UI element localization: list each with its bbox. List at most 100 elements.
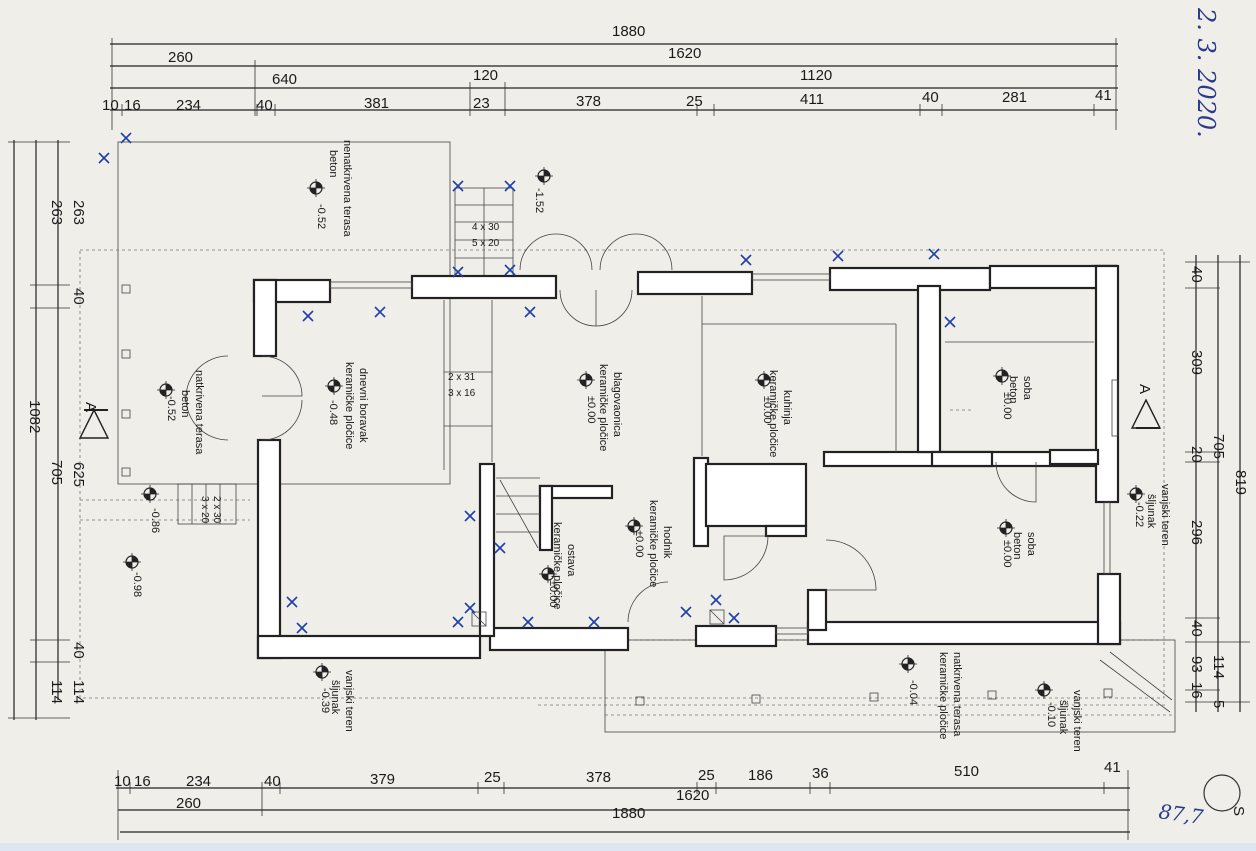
- survey-x-marks: [98, 132, 956, 634]
- dim-left-40: 40: [70, 288, 87, 305]
- dim-bottom-16: 16: [134, 773, 151, 790]
- room-floor: keramičke pločice: [937, 652, 949, 739]
- level-target-icon: [577, 371, 595, 389]
- room-nenatkrivena-terasa: nenatkrivena terasa beton: [327, 140, 353, 237]
- dim-bottom-10: 10: [114, 773, 131, 790]
- room-name: ostava: [565, 544, 577, 577]
- room-floor: beton: [179, 390, 191, 418]
- level-label: -0.52: [165, 396, 177, 421]
- room-name: vanjski teren: [1159, 484, 1171, 546]
- room-name: soba: [1021, 376, 1033, 401]
- level-target-icon: [123, 553, 141, 571]
- room-ostava: ostava keramičke pločice: [551, 522, 577, 609]
- level-target-icon: [325, 377, 343, 395]
- room-floor: beton: [327, 150, 339, 178]
- dim-top-1620: 1620: [668, 45, 701, 62]
- room-floor: beton: [1007, 376, 1019, 404]
- survey-x-mark-icon: [302, 310, 314, 322]
- north-arrow-circle: [1203, 774, 1241, 812]
- survey-x-mark-icon: [522, 616, 534, 628]
- room-vanjski-teren-bottom-right: vanjski teren šljunak: [1057, 690, 1083, 752]
- dim-right-16: 16: [1188, 682, 1205, 699]
- room-floor: keramičke pločice: [647, 500, 659, 587]
- level-target-icon: [993, 367, 1011, 385]
- dim-left-263: 263: [48, 200, 65, 225]
- dim-left-263b: 263: [70, 200, 87, 225]
- open-terrace-outline: [117, 141, 451, 485]
- level-target-icon: [539, 565, 557, 583]
- survey-x-mark-icon: [374, 306, 386, 318]
- room-floor: keramičke pločice: [597, 364, 609, 451]
- room-vanjski-teren-right: vanjski teren šljunak: [1145, 484, 1171, 546]
- dim-right-40: 40: [1188, 266, 1205, 283]
- survey-x-mark-icon: [504, 264, 516, 276]
- interior-details: 2 x 31 3 x 16 2 x 30 3 x 20: [177, 296, 1094, 627]
- dim-bottom-1880: 1880: [612, 805, 645, 822]
- dim-top-40b: 40: [922, 89, 939, 106]
- level-label: ±0.00: [1001, 540, 1013, 567]
- top-dimensions: 1880 260 1620 640 120 1120 10 16 234 40 …: [102, 23, 1118, 130]
- survey-x-mark-icon: [710, 594, 722, 606]
- survey-x-mark-icon: [928, 248, 940, 260]
- dim-bottom-41: 41: [1104, 759, 1121, 776]
- level-target-icon: [755, 371, 773, 389]
- level-label: ±0.00: [633, 530, 645, 557]
- room-natkrivena-terasa-left: natkrivena terasa beton: [179, 370, 205, 455]
- level-target-icon: [141, 485, 159, 503]
- room-hodnik: hodnik keramičke pločice: [647, 500, 673, 587]
- survey-x-mark-icon: [740, 254, 752, 266]
- room-name: kuhinja: [781, 390, 793, 426]
- dim-left-114: 114: [48, 680, 65, 704]
- dim-left-1082: 1082: [26, 400, 43, 433]
- dim-right-309: 309: [1188, 350, 1205, 375]
- dim-top-381: 381: [364, 95, 389, 112]
- dim-right-40b: 40: [1188, 620, 1205, 637]
- room-name: natkrivena terasa: [193, 370, 205, 455]
- level-label: -0.86: [149, 508, 161, 533]
- dim-bottom-36: 36: [812, 765, 829, 782]
- survey-x-mark-icon: [524, 306, 536, 318]
- section-marker-left: A: [82, 402, 99, 412]
- level-label: ±0.00: [585, 396, 597, 423]
- dim-left-114b: 114: [70, 680, 87, 704]
- dim-bottom-379: 379: [370, 771, 395, 788]
- dim-top-378: 378: [576, 93, 601, 110]
- level-label: -0.04: [907, 680, 919, 705]
- level-label: -1.52: [533, 188, 545, 213]
- left-dimensions: 1082 263 705 114 263 40 625 40 114: [8, 140, 87, 720]
- survey-x-mark-icon: [588, 616, 600, 628]
- survey-x-mark-icon: [98, 152, 110, 164]
- room-floor: keramičke pločice: [343, 362, 355, 449]
- survey-x-mark-icon: [728, 612, 740, 624]
- stair-left-label-1: 2 x 30: [211, 496, 222, 524]
- room-name: hodnik: [661, 526, 673, 559]
- room-kuhinja: kuhinja keramičke pločice: [767, 370, 793, 457]
- room-natkrivena-terasa-bottom: natkrivena terasa keramičke pločice: [937, 652, 963, 739]
- room-blagovaonica: blagovaonica keramičke pločice: [597, 364, 623, 451]
- building-walls: [252, 264, 1122, 660]
- survey-x-mark-icon: [120, 132, 132, 144]
- room-name: dnevni boravak: [357, 368, 369, 443]
- level-target-icon: [307, 179, 325, 197]
- survey-x-mark-icon: [832, 250, 844, 262]
- level-label: -0.22: [1133, 502, 1145, 527]
- dim-bottom-234: 234: [186, 773, 211, 790]
- dim-right-5: 5: [1210, 700, 1227, 708]
- dim-top-234: 234: [176, 97, 201, 114]
- dim-bottom-378: 378: [586, 769, 611, 786]
- dim-left-625: 625: [70, 462, 87, 487]
- survey-x-mark-icon: [464, 510, 476, 522]
- level-target-icon: [535, 167, 553, 185]
- level-target-icon: [899, 655, 917, 673]
- dim-top-23: 23: [473, 95, 490, 112]
- dim-top-281: 281: [1002, 89, 1027, 106]
- room-floor: šljunak: [1145, 494, 1157, 529]
- room-floor: šljunak: [329, 680, 341, 715]
- room-name: natkrivena terasa: [951, 652, 963, 737]
- north-label: S: [1230, 806, 1247, 816]
- room-name: soba: [1025, 532, 1037, 557]
- survey-x-mark-icon: [504, 180, 516, 192]
- level-target-icon: [313, 663, 331, 681]
- level-target-icon: [625, 517, 643, 535]
